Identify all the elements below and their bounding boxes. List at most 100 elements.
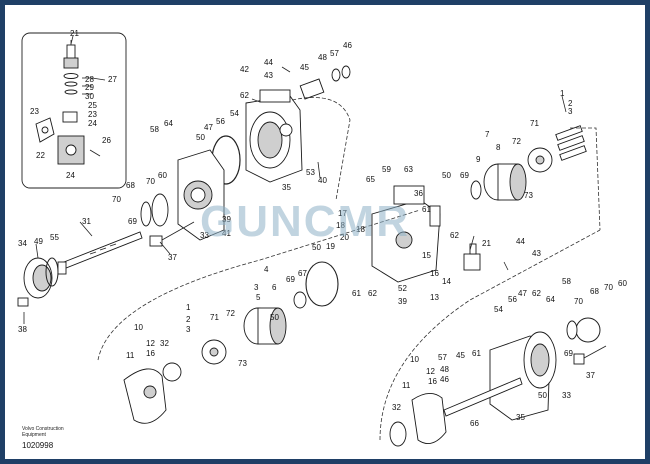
boundary-mid <box>97 209 421 361</box>
callout-60a: 60 <box>158 171 167 180</box>
callout-32a: 32 <box>160 339 169 348</box>
callout-2b: 2 <box>186 315 191 324</box>
callout-49: 49 <box>34 237 43 246</box>
callout-69c: 69 <box>286 275 295 284</box>
callout-64b: 64 <box>546 295 555 304</box>
callout-37b: 37 <box>586 371 595 380</box>
callout-45b: 45 <box>456 351 465 360</box>
callout-63: 63 <box>404 165 413 174</box>
drawing-number: 1020998 <box>22 441 54 450</box>
callout-10a: 10 <box>134 323 143 332</box>
callout-19: 19 <box>326 242 335 251</box>
callout-66: 66 <box>470 419 479 428</box>
callout-57: 57 <box>330 49 339 58</box>
callout-34: 34 <box>18 239 27 248</box>
callout-48b: 48 <box>440 365 449 374</box>
callout-10b: 10 <box>410 355 419 364</box>
callout-62: 62 <box>240 91 249 100</box>
callout-23b: 23 <box>88 110 97 119</box>
swash-plate-11 <box>123 339 227 424</box>
callout-33b: 33 <box>562 391 571 400</box>
solenoid-21 <box>463 243 481 271</box>
callout-46: 46 <box>343 41 352 50</box>
callout-54: 54 <box>230 109 239 118</box>
cylinder-barrel-mid <box>243 261 339 345</box>
callout-16b: 16 <box>146 349 155 358</box>
callout-71a: 71 <box>530 119 539 128</box>
callout-70d: 70 <box>604 283 613 292</box>
callout-23: 23 <box>30 107 39 116</box>
callout-50d: 50 <box>270 313 279 322</box>
cylinder-barrel-upper <box>470 125 587 201</box>
callout-61c: 61 <box>472 349 481 358</box>
callout-58b: 58 <box>562 277 571 286</box>
inset-detail-box <box>21 32 127 189</box>
callout-3a: 3 <box>568 107 573 116</box>
callout-54b: 54 <box>494 305 503 314</box>
callout-39b: 39 <box>398 297 407 306</box>
callout-46b: 46 <box>440 375 449 384</box>
callout-24b: 24 <box>88 119 97 128</box>
callout-72a: 72 <box>512 137 521 146</box>
callout-35: 35 <box>282 183 291 192</box>
callout-26: 26 <box>102 136 111 145</box>
callout-7: 7 <box>485 130 490 139</box>
callout-2a: 2 <box>568 99 573 108</box>
boundary-right <box>570 127 601 231</box>
drive-shaft-31 <box>63 231 143 269</box>
callout-69b: 69 <box>460 171 469 180</box>
callout-14: 14 <box>442 277 451 286</box>
callout-56: 56 <box>216 117 225 126</box>
callout-17: 17 <box>338 209 347 218</box>
bolt-38 <box>17 297 29 307</box>
callout-12a: 12 <box>146 339 155 348</box>
callout-50c: 50 <box>442 171 451 180</box>
upper-pump-housing <box>211 89 303 185</box>
callout-1b: 1 <box>186 303 191 312</box>
callout-67: 67 <box>298 269 307 278</box>
callout-16c: 16 <box>428 377 437 386</box>
callout-44b: 44 <box>516 237 525 246</box>
callout-69d: 69 <box>564 349 573 358</box>
callout-labels: 21 28 29 30 27 25 23 24 23 22 26 24 44 4… <box>18 29 627 428</box>
end-cover-33 <box>140 149 225 241</box>
callout-70c: 70 <box>574 297 583 306</box>
callout-55: 55 <box>50 233 59 242</box>
callout-27: 27 <box>108 75 117 84</box>
callout-29: 29 <box>85 83 94 92</box>
callout-31: 31 <box>82 217 91 226</box>
callout-48: 48 <box>318 53 327 62</box>
callout-3c: 3 <box>186 325 191 334</box>
callout-45: 45 <box>300 63 309 72</box>
bolt-37 <box>149 221 195 247</box>
callout-60b: 60 <box>618 279 627 288</box>
callout-52: 52 <box>398 284 407 293</box>
valve-block-36 <box>371 185 441 283</box>
callout-32b: 32 <box>392 403 401 412</box>
callout-72b: 72 <box>226 309 235 318</box>
boundary-lower <box>379 229 601 441</box>
callout-41: 41 <box>222 229 231 238</box>
callout-65: 65 <box>366 175 375 184</box>
callout-5: 5 <box>256 293 261 302</box>
callout-68: 68 <box>126 181 135 190</box>
callout-61b: 61 <box>352 289 361 298</box>
boundary-upper <box>291 97 351 201</box>
callout-50b: 50 <box>312 243 321 252</box>
callout-44: 44 <box>264 58 273 67</box>
callout-35b: 35 <box>516 413 525 422</box>
brand-label: Volvo Construction Equipment <box>22 426 64 438</box>
callout-62c: 62 <box>368 289 377 298</box>
callout-4: 4 <box>264 265 269 274</box>
callout-13: 13 <box>430 293 439 302</box>
callout-1a: 1 <box>560 89 565 98</box>
callout-16: 16 <box>430 269 439 278</box>
callout-62d: 62 <box>532 289 541 298</box>
port-fitting-45 <box>299 65 351 100</box>
flange-34 <box>23 257 67 299</box>
callout-64: 64 <box>164 119 173 128</box>
callout-70b: 70 <box>112 195 121 204</box>
leader-lines <box>23 35 567 324</box>
callout-50a: 50 <box>196 133 205 142</box>
